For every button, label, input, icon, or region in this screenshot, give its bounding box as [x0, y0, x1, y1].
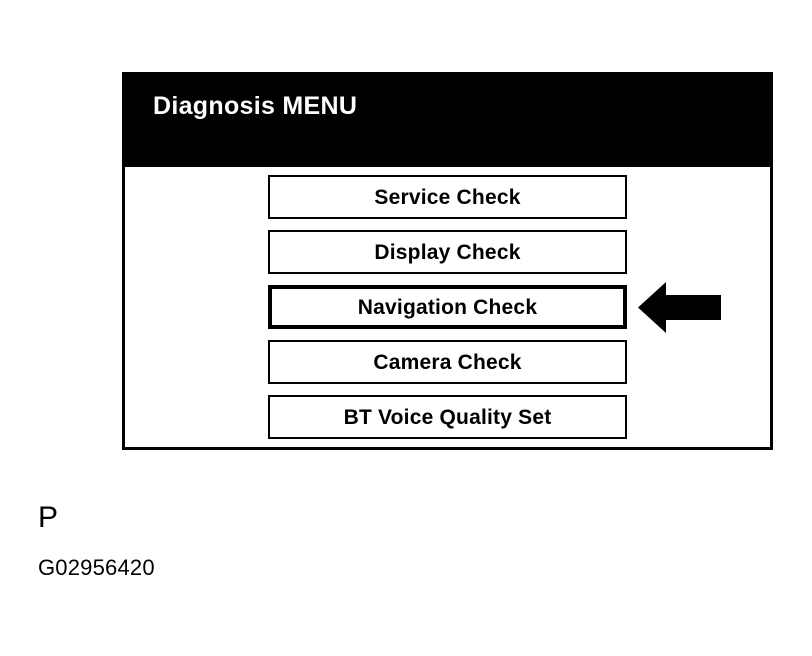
caption-figure-code: G02956420 [38, 555, 155, 580]
menu-item-service-check[interactable]: Service Check [268, 175, 627, 219]
menu-item-label: Navigation Check [357, 295, 538, 319]
menu-item-bt-voice-quality-set[interactable]: BT Voice Quality Set [268, 395, 627, 439]
menu-item-display-check[interactable]: Display Check [268, 230, 627, 274]
menu-item-label: Service Check [374, 185, 521, 209]
caption-letter: P [38, 501, 59, 534]
device-screen-panel: Diagnosis MENU Service Check Display Che… [122, 72, 773, 450]
figure-caption: P G02956420 [38, 503, 155, 579]
menu-item-label: Camera Check [373, 350, 522, 374]
arrow-left-icon [638, 281, 721, 334]
menu-item-label: BT Voice Quality Set [343, 405, 552, 429]
menu-item-label: Display Check [374, 240, 521, 264]
diagnosis-menu-list: Service Check Display Check Navigation C… [268, 175, 627, 439]
title-bar: Diagnosis MENU [125, 75, 770, 167]
menu-item-camera-check[interactable]: Camera Check [268, 340, 627, 384]
page-title: Diagnosis MENU [153, 92, 358, 120]
menu-item-navigation-check[interactable]: Navigation Check [268, 285, 627, 329]
